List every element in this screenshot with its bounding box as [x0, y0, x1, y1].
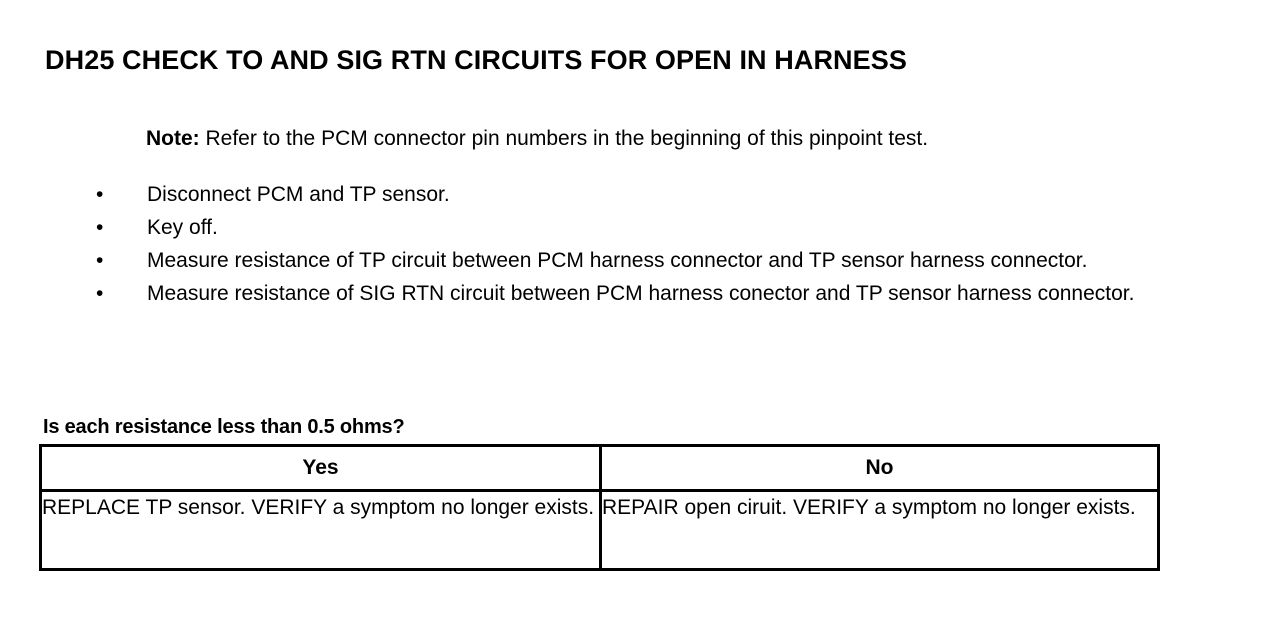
decision-table: Yes No REPLACE TP sensor. VERIFY a sympt…	[39, 444, 1160, 571]
bullet-icon: •	[96, 249, 104, 272]
cell-action-yes: REPLACE TP sensor. VERIFY a symptom no l…	[39, 489, 602, 571]
list-item: • Disconnect PCM and TP sensor.	[96, 178, 1256, 211]
list-item-label: Measure resistance of TP circuit between…	[147, 249, 1088, 272]
cell-action-no-text: REPAIR open ciruit. VERIFY a symptom no …	[602, 496, 1136, 519]
steps-list: • Disconnect PCM and TP sensor. • Key of…	[96, 178, 1256, 310]
page-title: DH25 CHECK TO AND SIG RTN CIRCUITS FOR O…	[45, 45, 907, 76]
note-text: Refer to the PCM connector pin numbers i…	[199, 127, 929, 150]
list-item: • Measure resistance of TP circuit betwe…	[96, 244, 1256, 277]
bullet-icon: •	[96, 183, 104, 206]
bullet-icon: •	[96, 216, 104, 239]
note-line: Note: Refer to the PCM connector pin num…	[146, 126, 928, 152]
note-label: Note:	[146, 127, 200, 150]
list-item: • Measure resistance of SIG RTN circuit …	[96, 277, 1256, 310]
cell-action-no: REPAIR open ciruit. VERIFY a symptom no …	[599, 489, 1160, 571]
table-row: REPLACE TP sensor. VERIFY a symptom no l…	[39, 489, 1160, 571]
table-row-header: Yes No	[39, 444, 1160, 492]
decision-question: Is each resistance less than 0.5 ohms?	[43, 416, 405, 438]
list-item: • Key off.	[96, 211, 1256, 244]
list-item-label: Measure resistance of SIG RTN circuit be…	[147, 282, 1135, 305]
column-header-yes: Yes	[39, 444, 602, 492]
cell-action-yes-text: REPLACE TP sensor. VERIFY a symptom no l…	[42, 496, 595, 519]
list-item-label: Key off.	[147, 216, 218, 239]
column-header-no: No	[599, 444, 1160, 492]
bullet-icon: •	[96, 282, 104, 305]
list-item-label: Disconnect PCM and TP sensor.	[147, 183, 450, 206]
